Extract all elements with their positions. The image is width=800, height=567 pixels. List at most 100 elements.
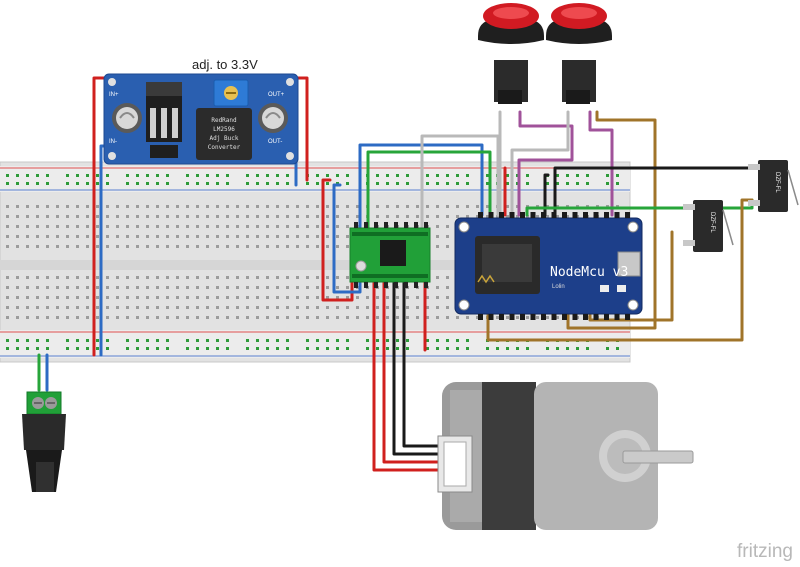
- breadboard-hole: [26, 235, 29, 238]
- rail-hole: [136, 347, 139, 350]
- breadboard-hole: [76, 286, 79, 289]
- rail-hole: [576, 182, 579, 185]
- nodemcu-pin: [604, 212, 609, 218]
- breadboard-hole: [486, 215, 489, 218]
- breadboard-hole: [136, 235, 139, 238]
- breadboard-hole: [206, 306, 209, 309]
- breadboard-hole: [436, 286, 439, 289]
- rail-hole: [256, 182, 259, 185]
- rail-hole: [196, 182, 199, 185]
- breadboard-hole: [236, 245, 239, 248]
- breadboard-hole: [296, 225, 299, 228]
- breadboard-hole: [506, 316, 509, 319]
- breadboard-hole: [136, 276, 139, 279]
- breadboard-hole: [296, 296, 299, 299]
- nodemcu-pin: [509, 314, 515, 320]
- rail-hole: [466, 174, 469, 177]
- rail-hole: [546, 347, 549, 350]
- rail-hole: [376, 182, 379, 185]
- breadboard-hole: [86, 245, 89, 248]
- breadboard-hole: [156, 316, 159, 319]
- breadboard-hole: [446, 296, 449, 299]
- breadboard-hole: [86, 296, 89, 299]
- wire-black-switch2: [543, 173, 550, 217]
- breadboard-hole: [126, 306, 129, 309]
- breadboard-hole: [276, 205, 279, 208]
- breadboard-hole: [116, 215, 119, 218]
- driver-pin: [384, 282, 388, 288]
- rail-hole: [456, 347, 459, 350]
- breadboard-hole: [136, 316, 139, 319]
- rail-hole: [426, 339, 429, 342]
- breadboard-hole: [226, 205, 229, 208]
- breadboard-hole: [286, 306, 289, 309]
- breadboard-hole: [56, 296, 59, 299]
- breadboard-hole: [326, 276, 329, 279]
- rail-hole: [266, 182, 269, 185]
- breadboard-hole: [256, 205, 259, 208]
- rail-hole: [606, 347, 609, 350]
- breadboard-hole: [196, 306, 199, 309]
- breadboard-hole: [126, 296, 129, 299]
- breadboard-hole: [306, 296, 309, 299]
- breadboard-hole: [126, 225, 129, 228]
- breadboard-hole: [276, 276, 279, 279]
- breadboard-hole: [56, 316, 59, 319]
- rail-hole: [576, 174, 579, 177]
- breadboard-hole: [96, 205, 99, 208]
- rail-hole: [226, 347, 229, 350]
- breadboard-hole: [296, 235, 299, 238]
- nodemcu-pin: [520, 212, 525, 218]
- breadboard-hole: [166, 276, 169, 279]
- breadboard-hole: [116, 286, 119, 289]
- rail-hole: [486, 347, 489, 350]
- dc-power-jack: [22, 391, 66, 492]
- rail-hole: [46, 182, 49, 185]
- rail-hole: [226, 182, 229, 185]
- wire-red-coil2: [382, 280, 442, 464]
- breadboard-hole: [276, 245, 279, 248]
- breadboard-hole: [206, 205, 209, 208]
- rail-hole: [96, 174, 99, 177]
- breadboard-hole: [336, 245, 339, 248]
- breadboard-hole: [106, 225, 109, 228]
- breadboard-hole: [66, 235, 69, 238]
- breadboard-hole: [436, 235, 439, 238]
- rail-hole: [386, 174, 389, 177]
- breadboard-hole: [46, 215, 49, 218]
- breadboard-hole: [436, 225, 439, 228]
- breadboard-hole: [216, 306, 219, 309]
- buck-pin-in-plus: IN+: [109, 92, 119, 98]
- breadboard-hole: [346, 225, 349, 228]
- rail-hole: [486, 174, 489, 177]
- driver-pin: [414, 282, 418, 288]
- breadboard-hole: [26, 215, 29, 218]
- driver-pin: [374, 282, 378, 288]
- usb-port: [617, 251, 641, 277]
- breadboard-hole: [406, 316, 409, 319]
- rail-hole: [246, 174, 249, 177]
- breadboard-hole: [256, 276, 259, 279]
- breadboard-hole: [166, 316, 169, 319]
- breadboard-hole: [266, 296, 269, 299]
- breadboard-hole: [356, 205, 359, 208]
- rail-hole: [96, 339, 99, 342]
- breadboard-hole: [206, 316, 209, 319]
- breadboard-hole: [226, 286, 229, 289]
- rail-hole: [326, 182, 329, 185]
- breadboard-hole: [186, 316, 189, 319]
- breadboard-hole: [186, 215, 189, 218]
- breadboard-hole: [206, 235, 209, 238]
- breadboard-hole: [306, 286, 309, 289]
- rail-hole: [256, 347, 259, 350]
- breadboard-hole: [236, 225, 239, 228]
- breadboard-hole: [416, 306, 419, 309]
- breadboard-hole: [556, 215, 559, 218]
- breadboard-hole: [36, 205, 39, 208]
- rail-hole: [246, 182, 249, 185]
- breadboard-hole: [256, 225, 259, 228]
- breadboard-hole: [276, 225, 279, 228]
- breadboard-hole: [6, 235, 9, 238]
- breadboard-hole: [536, 316, 539, 319]
- breadboard-hole: [316, 296, 319, 299]
